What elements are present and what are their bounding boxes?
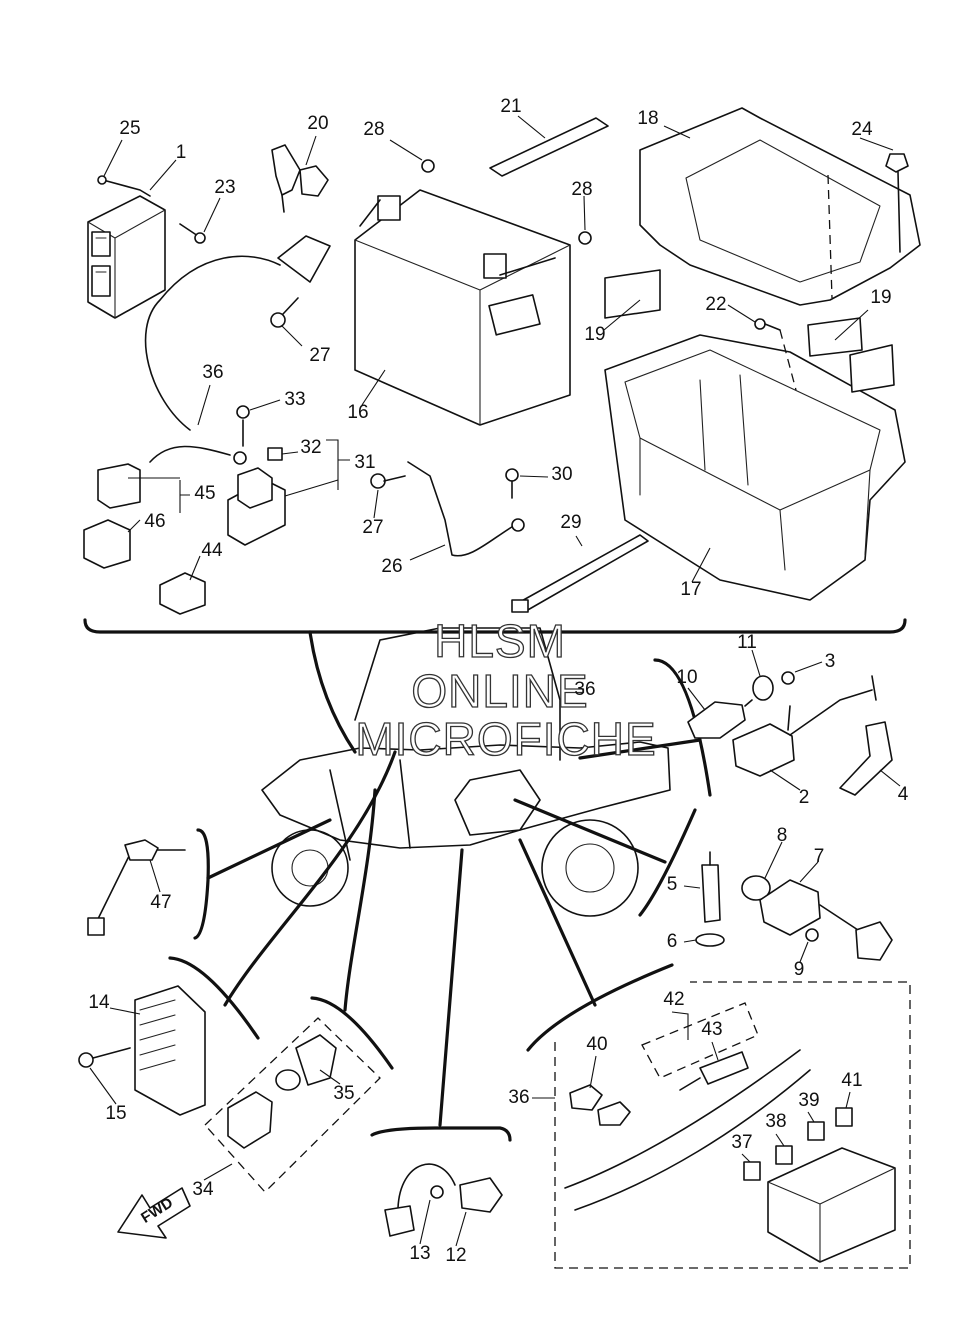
callout-18: 18: [637, 108, 659, 129]
ecu-unit: [87, 195, 166, 319]
callout-25: 25: [119, 118, 141, 139]
top-section-bracket: [83, 618, 907, 634]
callout-32: 32: [300, 437, 322, 458]
callout-37: 37: [731, 1132, 753, 1153]
callout-28: 28: [363, 119, 385, 140]
callout-40: 40: [586, 1034, 608, 1055]
callout-43: 43: [701, 1019, 723, 1040]
callout-36c: 36: [508, 1087, 530, 1108]
callout-2: 2: [798, 787, 810, 808]
callout-36b: 36: [574, 679, 596, 700]
callout-33: 33: [284, 389, 306, 410]
callout-8: 8: [776, 825, 788, 846]
callout-21: 21: [500, 96, 522, 117]
callout-31: 31: [354, 452, 376, 473]
fwd-arrow: [117, 1187, 191, 1239]
callout-20: 20: [307, 113, 329, 134]
callout-28b: 28: [571, 179, 593, 200]
clip-24: [885, 153, 909, 253]
clip-20: [271, 144, 329, 213]
callout-23: 23: [214, 177, 236, 198]
callout-12: 12: [445, 1245, 467, 1266]
watermark-line-1: HLSM: [433, 614, 566, 667]
callout-35: 35: [333, 1083, 355, 1104]
callout-47: 47: [150, 892, 172, 913]
callout-27b: 27: [362, 517, 384, 538]
callout-42: 42: [663, 989, 685, 1010]
callout-19b: 19: [870, 287, 892, 308]
callout-4: 4: [897, 784, 909, 805]
callout-15: 15: [105, 1103, 127, 1124]
callout-3: 3: [824, 651, 836, 672]
callout-29: 29: [560, 512, 582, 533]
callout-17: 17: [680, 579, 702, 600]
callout-9: 9: [793, 959, 805, 980]
callout-16: 16: [347, 402, 369, 423]
rectifier-regulator: [134, 985, 206, 1116]
callout-44: 44: [201, 540, 223, 561]
battery-cover: [639, 107, 921, 306]
callout-34: 34: [192, 1179, 214, 1200]
battery-box: [604, 334, 906, 601]
callout-45: 45: [194, 483, 216, 504]
battery: [354, 189, 571, 426]
callout-27: 27: [309, 345, 331, 366]
callout-30: 30: [551, 464, 573, 485]
callout-24: 24: [851, 119, 873, 140]
callout-38: 38: [765, 1111, 787, 1132]
bolt-23: [179, 223, 206, 244]
callout-41: 41: [841, 1070, 863, 1091]
callout-22: 22: [705, 294, 727, 315]
battery-strap: [489, 117, 609, 177]
harness-dashed-box: [554, 981, 911, 1269]
callout-14: 14: [88, 992, 110, 1013]
callout-19: 19: [584, 324, 606, 345]
callout-6: 6: [666, 931, 678, 952]
callout-46: 46: [144, 511, 166, 532]
callout-10: 10: [676, 667, 698, 688]
callout-1: 1: [175, 142, 187, 163]
callout-7: 7: [813, 846, 825, 867]
watermark-line-2: ONLINE: [411, 664, 589, 717]
callout-5: 5: [666, 874, 678, 895]
callout-26: 26: [381, 556, 403, 577]
starter-relay: [227, 467, 286, 546]
callout-36: 36: [202, 362, 224, 383]
callout-11: 11: [737, 632, 757, 653]
callout-13: 13: [409, 1243, 431, 1264]
watermark-line-3: MICROFICHE: [355, 712, 657, 765]
callout-39: 39: [798, 1090, 820, 1111]
